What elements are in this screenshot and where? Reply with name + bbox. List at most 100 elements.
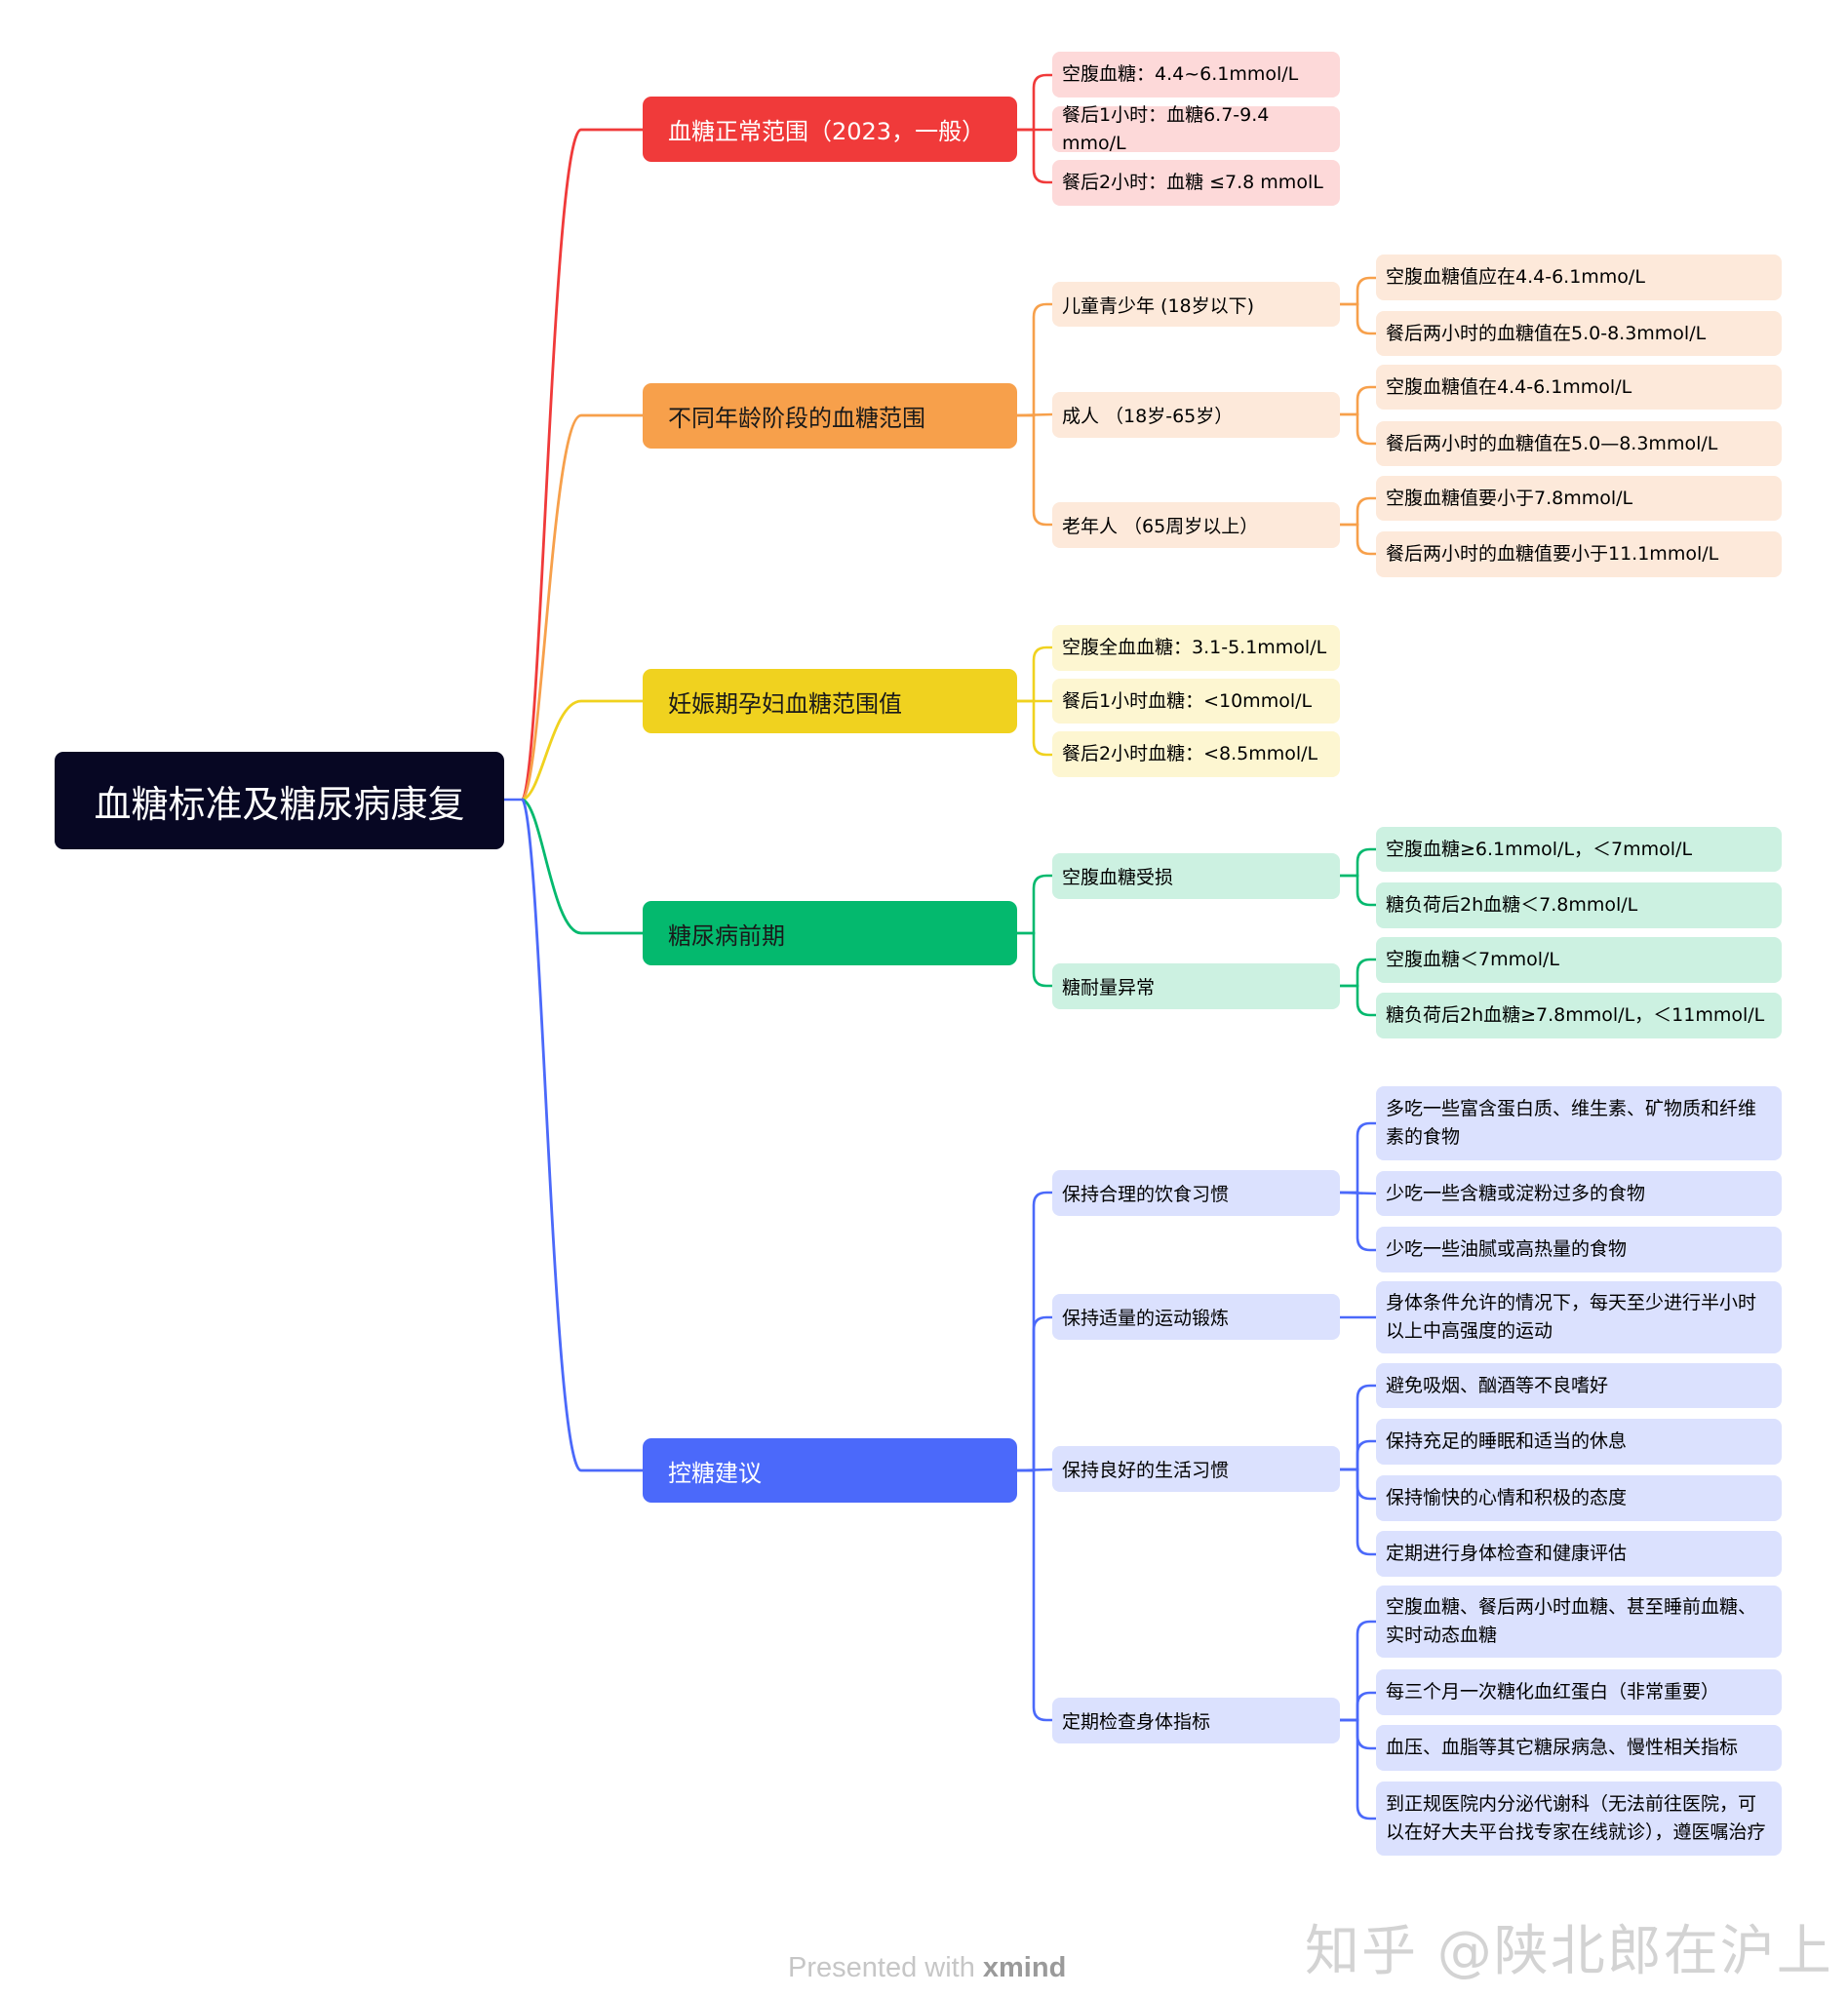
- leaf-4-3-2-label: 血压、血脂等其它糖尿病急、慢性相关指标: [1386, 1737, 1739, 1758]
- leaf-1-2-0-label: 空腹血糖值要小于7.8mmol/L: [1386, 487, 1633, 509]
- subtopic-1-1[interactable]: 成人 （18岁-65岁）: [1052, 392, 1340, 438]
- subtopic-3-0[interactable]: 空腹血糖受损: [1052, 853, 1340, 899]
- leaf-1-0-0-label: 空腹血糖值应在4.4-6.1mmo/L: [1386, 266, 1645, 288]
- leaf-4-2-2[interactable]: 保持愉快的心情和积极的态度: [1376, 1475, 1782, 1521]
- connector-4-0-0: [1338, 1121, 1378, 1194]
- subtopic-4-1[interactable]: 保持适量的运动锻炼: [1052, 1294, 1340, 1340]
- connector-4-2-3: [1338, 1468, 1378, 1556]
- leaf-4-3-2[interactable]: 血压、血脂等其它糖尿病急、慢性相关指标: [1376, 1725, 1782, 1771]
- branch-topic-0[interactable]: 血糖正常范围（2023，一般）: [643, 97, 1017, 162]
- branch-topic-4[interactable]: 控糖建议: [643, 1438, 1017, 1503]
- subtopic-4-3[interactable]: 定期检查身体指标: [1052, 1698, 1340, 1743]
- leaf-4-2-1-label: 保持充足的睡眠和适当的休息: [1386, 1430, 1628, 1452]
- connector-1-2-1: [1338, 523, 1378, 556]
- leaf-4-3-1[interactable]: 每三个月一次糖化血红蛋白（非常重要）: [1376, 1669, 1782, 1715]
- leaf-1-0-1[interactable]: 餐后两小时的血糖值在5.0-8.3mmol/L: [1376, 311, 1782, 356]
- leaf-1-1-1[interactable]: 餐后两小时的血糖值在5.0—8.3mmol/L: [1376, 421, 1782, 466]
- subtopic-3-1-label: 糖耐量异常: [1062, 977, 1156, 998]
- leaf-4-0-2[interactable]: 少吃一些油腻或高热量的食物: [1376, 1227, 1782, 1273]
- leaf-2-2[interactable]: 餐后2小时血糖：<8.5mmol/L: [1052, 731, 1340, 777]
- leaf-1-2-0[interactable]: 空腹血糖值要小于7.8mmol/L: [1376, 476, 1782, 521]
- connector-1-1-0: [1338, 385, 1378, 416]
- xmind-logo: xmind: [982, 1952, 1067, 1983]
- leaf-4-0-0-label: 多吃一些富含蛋白质、维生素、矿物质和纤维素的食物: [1386, 1098, 1757, 1148]
- connector-4-3-0: [1338, 1620, 1378, 1722]
- presented-with-footer: Presented with xmind: [788, 1952, 1066, 1984]
- leaf-4-0-0[interactable]: 多吃一些富含蛋白质、维生素、矿物质和纤维素的食物: [1376, 1086, 1782, 1160]
- leaf-4-2-0[interactable]: 避免吸烟、酗酒等不良嗜好: [1376, 1363, 1782, 1408]
- trunk-2: [521, 699, 645, 802]
- leaf-0-2[interactable]: 餐后2小时：血糖 ≤7.8 mmolL: [1052, 160, 1340, 206]
- leaf-3-0-1-label: 糖负荷后2h血糖＜7.8mmol/L: [1386, 894, 1638, 916]
- leaf-4-3-0-label: 空腹血糖、餐后两小时血糖、甚至睡前血糖、实时动态血糖: [1386, 1596, 1757, 1646]
- connector-3-1-1: [1338, 984, 1378, 1017]
- leaf-0-0[interactable]: 空腹血糖：4.4~6.1mmol/L: [1052, 52, 1340, 98]
- leaf-4-2-3[interactable]: 定期进行身体检查和健康评估: [1376, 1531, 1782, 1577]
- connector-3-1: [1015, 931, 1054, 988]
- root-topic[interactable]: 血糖标准及糖尿病康复: [55, 752, 504, 849]
- trunk-3: [521, 798, 645, 935]
- leaf-4-0-1-label: 少吃一些含糖或淀粉过多的食物: [1386, 1182, 1646, 1204]
- connector-0-2: [1015, 128, 1054, 184]
- connector-1-2-0: [1338, 496, 1378, 527]
- watermark: 知乎 @陕北郎在沪上: [1305, 1920, 1833, 1983]
- subtopic-1-1-label: 成人 （18岁-65岁）: [1062, 406, 1234, 427]
- subtopic-4-2[interactable]: 保持良好的生活习惯: [1052, 1446, 1340, 1492]
- leaf-3-1-0[interactable]: 空腹血糖＜7mmol/L: [1376, 937, 1782, 983]
- leaf-1-1-1-label: 餐后两小时的血糖值在5.0—8.3mmol/L: [1386, 432, 1718, 454]
- connector-4-3: [1015, 1468, 1054, 1722]
- connector-2-2: [1015, 699, 1054, 757]
- leaf-4-3-3-label: 到正规医院内分泌代谢科（无法前往医院，可以在好大夫平台找专家在线就诊），遵医嘱治…: [1386, 1793, 1766, 1843]
- leaf-1-2-1-label: 餐后两小时的血糖值要小于11.1mmol/L: [1386, 543, 1719, 565]
- leaf-0-1[interactable]: 餐后1小时：血糖6.7-9.4 mmo/L: [1052, 104, 1340, 154]
- leaf-4-0-1[interactable]: 少吃一些含糖或淀粉过多的食物: [1376, 1171, 1782, 1216]
- branch-topic-2[interactable]: 妊娠期孕妇血糖范围值: [643, 669, 1017, 733]
- leaf-0-0-label: 空腹血糖：4.4~6.1mmol/L: [1062, 63, 1299, 85]
- branch-topic-3[interactable]: 糖尿病前期: [643, 901, 1017, 965]
- subtopic-3-1[interactable]: 糖耐量异常: [1052, 963, 1340, 1009]
- leaf-4-0-2-label: 少吃一些油腻或高热量的食物: [1386, 1238, 1628, 1260]
- subtopic-4-0-label: 保持合理的饮食习惯: [1062, 1184, 1230, 1205]
- leaf-3-0-0-label: 空腹血糖≥6.1mmol/L，＜7mmol/L: [1386, 838, 1693, 860]
- branch-topic-1-label: 不同年龄阶段的血糖范围: [668, 405, 925, 432]
- subtopic-4-0[interactable]: 保持合理的饮食习惯: [1052, 1170, 1340, 1216]
- subtopic-4-2-label: 保持良好的生活习惯: [1062, 1460, 1230, 1481]
- leaf-1-2-1[interactable]: 餐后两小时的血糖值要小于11.1mmol/L: [1376, 531, 1782, 577]
- leaf-1-0-1-label: 餐后两小时的血糖值在5.0-8.3mmol/L: [1386, 322, 1707, 344]
- connector-1-2: [1015, 413, 1054, 527]
- leaf-3-1-1[interactable]: 糖负荷后2h血糖≥7.8mmol/L，＜11mmol/L: [1376, 993, 1782, 1038]
- root-topic-label: 血糖标准及糖尿病康复: [94, 782, 465, 826]
- leaf-4-1-0-label: 身体条件允许的情况下，每天至少进行半小时以上中高强度的运动: [1386, 1292, 1757, 1342]
- subtopic-4-1-label: 保持适量的运动锻炼: [1062, 1308, 1230, 1329]
- leaf-0-1-label: 餐后1小时：血糖6.7-9.4 mmo/L: [1062, 103, 1270, 154]
- subtopic-3-0-label: 空腹血糖受损: [1062, 867, 1174, 888]
- leaf-2-1-label: 餐后1小时血糖：<10mmol/L: [1062, 689, 1313, 712]
- leaf-1-0-0[interactable]: 空腹血糖值应在4.4-6.1mmo/L: [1376, 255, 1782, 300]
- subtopic-1-0[interactable]: 儿童青少年 (18岁以下): [1052, 282, 1340, 327]
- connector-4-0: [1015, 1191, 1054, 1472]
- connector-3-0-1: [1338, 874, 1378, 907]
- branch-topic-4-label: 控糖建议: [668, 1459, 762, 1487]
- leaf-3-0-0[interactable]: 空腹血糖≥6.1mmol/L，＜7mmol/L: [1376, 827, 1782, 872]
- subtopic-1-2[interactable]: 老年人 （65周岁以上）: [1052, 502, 1340, 548]
- subtopic-4-3-label: 定期检查身体指标: [1062, 1711, 1211, 1733]
- leaf-1-1-0[interactable]: 空腹血糖值在4.4-6.1mmol/L: [1376, 365, 1782, 410]
- subtopic-1-2-label: 老年人 （65周岁以上）: [1062, 516, 1259, 537]
- leaf-3-0-1[interactable]: 糖负荷后2h血糖＜7.8mmol/L: [1376, 882, 1782, 928]
- leaf-3-1-0-label: 空腹血糖＜7mmol/L: [1386, 949, 1559, 970]
- leaf-2-1[interactable]: 餐后1小时血糖：<10mmol/L: [1052, 679, 1340, 724]
- connector-3-0-0: [1338, 847, 1378, 878]
- connector-1-0-1: [1338, 302, 1378, 335]
- leaf-4-1-0[interactable]: 身体条件允许的情况下，每天至少进行半小时以上中高强度的运动: [1376, 1281, 1782, 1353]
- branch-topic-1[interactable]: 不同年龄阶段的血糖范围: [643, 383, 1017, 449]
- connector-3-0: [1015, 874, 1054, 935]
- connector-4-2-1: [1338, 1439, 1378, 1471]
- leaf-4-2-1[interactable]: 保持充足的睡眠和适当的休息: [1376, 1419, 1782, 1465]
- leaf-2-0-label: 空腹全血血糖：3.1-5.1mmol/L: [1062, 637, 1327, 658]
- leaf-4-2-2-label: 保持愉快的心情和积极的态度: [1386, 1487, 1628, 1508]
- leaf-4-3-3[interactable]: 到正规医院内分泌代谢科（无法前往医院，可以在好大夫平台找专家在线就诊），遵医嘱治…: [1376, 1782, 1782, 1856]
- connector-1-0-0: [1338, 276, 1378, 306]
- leaf-2-0[interactable]: 空腹全血血糖：3.1-5.1mmol/L: [1052, 625, 1340, 671]
- leaf-4-3-0[interactable]: 空腹血糖、餐后两小时血糖、甚至睡前血糖、实时动态血糖: [1376, 1586, 1782, 1658]
